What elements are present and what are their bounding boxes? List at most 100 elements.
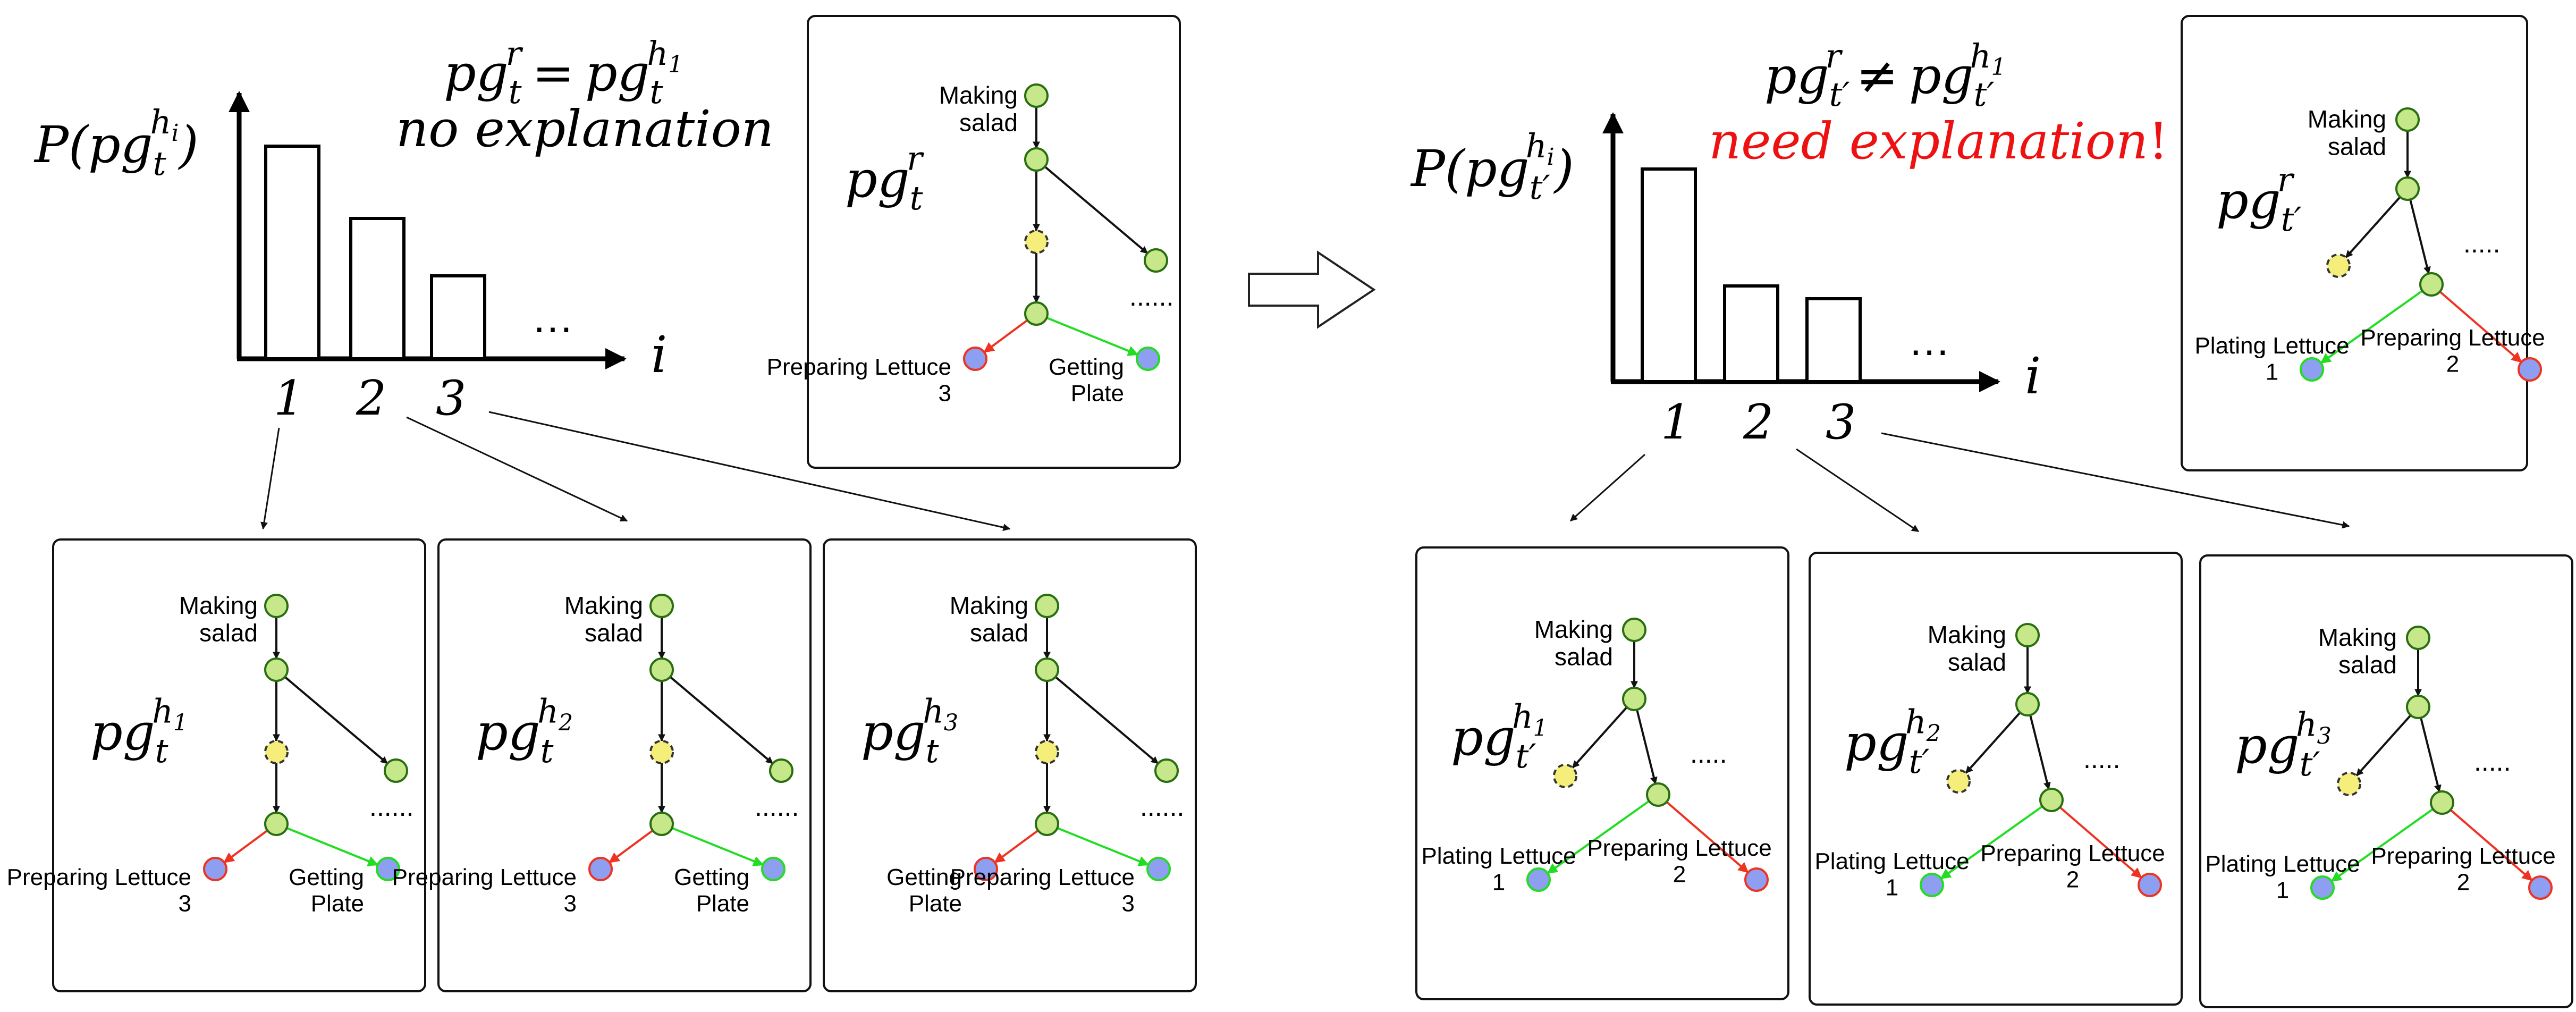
node: [2430, 790, 2454, 815]
dashed-node: [2337, 772, 2361, 796]
left-panel: pgtr=pgth1 no explanation P(pgthi) … i 1…: [7, 15, 1197, 992]
more-nodes-ellipsis: .....: [2083, 744, 2120, 774]
left-equation: pgtr=pgth1: [444, 34, 683, 111]
node: [2039, 788, 2064, 812]
node: [1024, 301, 1049, 326]
dashed-node: [1946, 769, 1971, 794]
graph-label: pgth1: [90, 693, 188, 770]
right-arrow-1: [1569, 453, 1645, 522]
dashed-node: [1024, 230, 1049, 254]
node: [1646, 782, 1670, 807]
leaf-node-left: [963, 347, 987, 371]
node: [384, 758, 408, 783]
edge-left: [1940, 805, 2043, 880]
right-bar-2: [1723, 284, 1779, 383]
node: [1035, 812, 1059, 836]
node: [1154, 758, 1179, 783]
left-x-tick-3: 3: [436, 370, 466, 426]
node: [649, 657, 674, 682]
root-node: [1622, 618, 1646, 642]
edge-right: [286, 827, 379, 866]
right-subtitle: need explanation!: [1709, 112, 2168, 171]
graph-label: pgt′h1: [1451, 698, 1548, 775]
more-nodes-ellipsis: ......: [369, 792, 413, 822]
leaf-node-left: [1920, 873, 1944, 897]
right-bars: [1641, 167, 1862, 383]
more-nodes-ellipsis: .....: [2474, 747, 2511, 777]
right-x-axis-label: i: [2025, 347, 2041, 406]
leaf-node-left: [203, 857, 227, 881]
graph-box-frame: [437, 538, 812, 992]
leaf-node-left: [2300, 357, 2324, 382]
right-arrow-2: [1796, 448, 1920, 533]
right-y-axis-label: P(pgt′hi): [1410, 126, 1574, 207]
node: [264, 657, 289, 682]
left-subtitle: no explanation: [396, 100, 774, 158]
edge: [284, 676, 388, 764]
edge-left: [2330, 808, 2434, 882]
node: [1144, 248, 1168, 273]
edge: [2409, 199, 2431, 274]
root-node: [2406, 626, 2430, 650]
left-arrow-2: [406, 416, 628, 522]
leaf-node-right: [1146, 857, 1171, 881]
left-bar-2: [349, 217, 406, 360]
graph-box-frame: [2181, 15, 2528, 471]
leaf-node-left: [2310, 875, 2335, 900]
node: [2419, 272, 2444, 297]
root-node: [1035, 594, 1059, 618]
edge: [1572, 706, 1628, 769]
graph-box-frame: [1809, 552, 2183, 1006]
graph-label: pgt′r: [2216, 161, 2301, 239]
edge: [669, 676, 774, 764]
graph-box-frame: [2199, 554, 2573, 1008]
right-x-tick-3: 3: [1826, 394, 1856, 450]
edge-left: [609, 829, 654, 864]
left-y-axis-label: P(pgthi): [33, 103, 199, 183]
edge-right: [1057, 827, 1150, 866]
node: [1035, 657, 1059, 682]
right-bar-1: [1641, 167, 1697, 383]
left-arrow-3: [488, 411, 1011, 532]
dashed-node: [2326, 254, 2351, 278]
edge-left: [223, 829, 268, 864]
root-node: [1024, 83, 1049, 108]
right-equation: pgt′r≠pgt′h1: [1764, 37, 2006, 114]
right-x-tick-1: 1: [1661, 394, 1691, 450]
more-nodes-ellipsis: .....: [2463, 229, 2500, 258]
graph-box-frame: [823, 538, 1197, 992]
more-nodes-ellipsis: .....: [1690, 739, 1727, 769]
edge: [2420, 717, 2442, 792]
node: [264, 812, 289, 836]
edge: [2345, 196, 2401, 258]
node: [1024, 147, 1049, 172]
root-node: [2015, 623, 2040, 647]
left-arrow-1: [260, 427, 280, 530]
leaf-node-left: [974, 857, 998, 881]
root-node: [264, 594, 289, 618]
leaf-node-right: [761, 857, 786, 881]
dashed-node: [1035, 740, 1059, 764]
edge-left: [2320, 290, 2423, 364]
graph-box-frame: [807, 15, 1181, 469]
left-x-tick-2: 2: [356, 370, 386, 426]
